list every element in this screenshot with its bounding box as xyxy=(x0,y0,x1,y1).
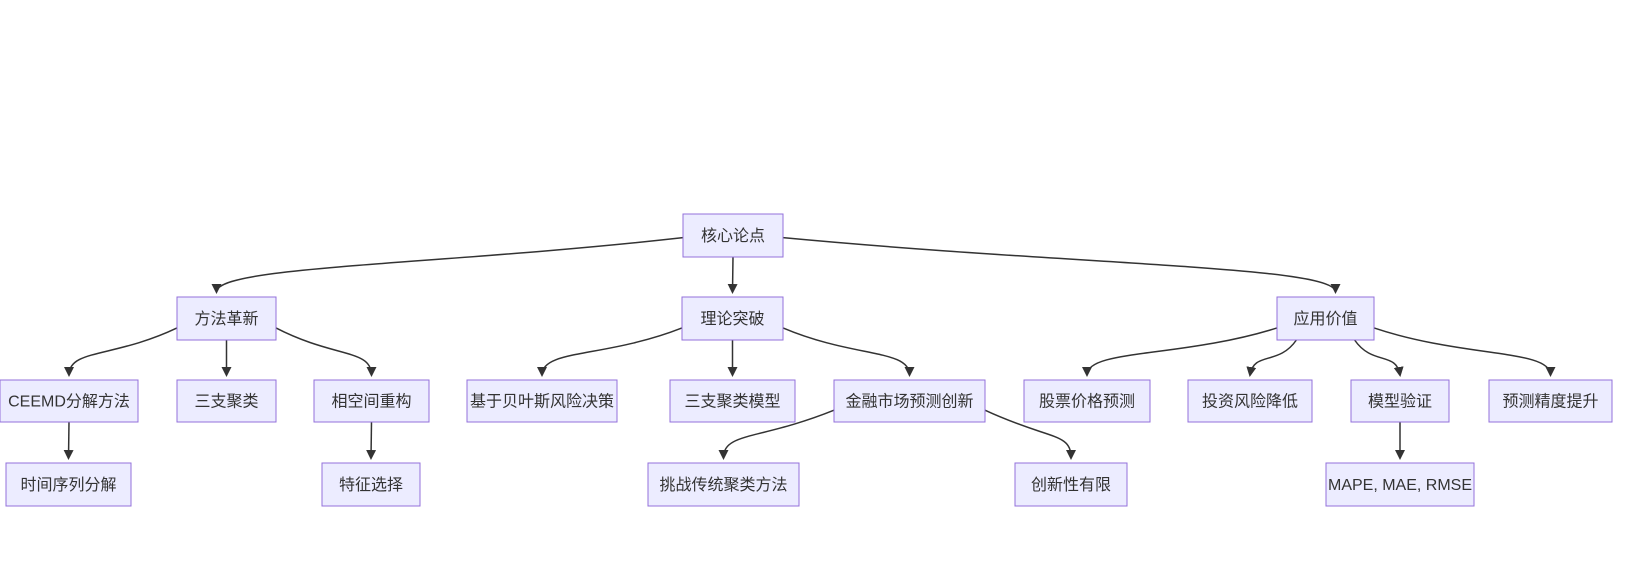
node-label: 核心论点 xyxy=(701,227,765,245)
node-error-metrics: MAPE, MAE, RMSE xyxy=(1325,462,1475,507)
edge-core-thesis-to-method-innovation xyxy=(211,236,684,294)
node-box xyxy=(1014,462,1128,507)
node-box xyxy=(681,296,784,341)
node-box xyxy=(321,462,421,507)
node-box xyxy=(1350,379,1450,423)
node-label: CEEMD分解方法 xyxy=(8,393,130,411)
edge-method-innovation-to-ceemd-decomposition xyxy=(64,327,178,377)
node-box xyxy=(313,379,430,423)
edge-application-value-to-forecast-accuracy-improvement xyxy=(1373,327,1556,377)
node-label: 股票价格预测 xyxy=(1039,393,1135,411)
node-label: 方法革新 xyxy=(194,310,258,328)
node-theory-breakthrough: 理论突破 xyxy=(681,296,784,341)
node-label: 模型验证 xyxy=(1368,393,1432,411)
node-phase-space-reconstruction: 相空间重构 xyxy=(313,379,430,423)
node-box xyxy=(0,379,139,423)
node-forecast-accuracy-improvement: 预测精度提升 xyxy=(1488,379,1613,423)
edge-financial-market-forecast-innovation-to-challenge-traditional-clustering xyxy=(718,409,835,460)
edge-phase-space-reconstruction-to-feature-selection xyxy=(366,421,377,460)
node-time-series-decomposition: 时间序列分解 xyxy=(5,462,132,507)
edge-ceemd-decomposition-to-time-series-decomposition xyxy=(63,421,74,460)
node-label: 创新性有限 xyxy=(1031,476,1111,494)
node-core-thesis: 核心论点 xyxy=(682,213,784,258)
node-box xyxy=(647,462,800,507)
node-box xyxy=(682,213,784,258)
node-box xyxy=(466,379,618,423)
node-label: 时间序列分解 xyxy=(20,476,116,494)
node-box xyxy=(1187,379,1313,423)
node-limited-novelty: 创新性有限 xyxy=(1014,462,1128,507)
node-box xyxy=(833,379,986,423)
node-application-value: 应用价值 xyxy=(1276,296,1375,341)
node-box xyxy=(176,379,277,423)
node-box xyxy=(1023,379,1151,423)
edge-core-thesis-to-theory-breakthrough xyxy=(727,256,738,294)
node-label: 特征选择 xyxy=(339,476,403,494)
node-label: MAPE, MAE, RMSE xyxy=(1328,477,1472,494)
edge-core-thesis-to-application-value xyxy=(782,236,1341,294)
node-three-way-cluster-model: 三支聚类模型 xyxy=(669,379,796,423)
edge-application-value-to-investment-risk-reduction xyxy=(1246,339,1298,377)
node-label: 金融市场预测创新 xyxy=(845,393,973,411)
node-financial-market-forecast-innovation: 金融市场预测创新 xyxy=(833,379,986,423)
node-label: 相空间重构 xyxy=(331,393,411,411)
node-label: 三支聚类 xyxy=(194,393,258,411)
node-box xyxy=(176,296,277,341)
node-label: 理论突破 xyxy=(700,310,764,328)
node-box xyxy=(1276,296,1375,341)
node-box xyxy=(5,462,132,507)
node-box xyxy=(1488,379,1613,423)
node-label: 投资风险降低 xyxy=(1202,393,1298,411)
edge-financial-market-forecast-innovation-to-limited-novelty xyxy=(984,409,1076,460)
node-stock-price-forecast: 股票价格预测 xyxy=(1023,379,1151,423)
node-model-validation: 模型验证 xyxy=(1350,379,1450,423)
node-box xyxy=(669,379,796,423)
node-investment-risk-reduction: 投资风险降低 xyxy=(1187,379,1313,423)
edge-theory-breakthrough-to-financial-market-forecast-innovation xyxy=(782,327,915,377)
edge-theory-breakthrough-to-bayesian-risk-decision xyxy=(537,327,683,377)
edge-application-value-to-stock-price-forecast xyxy=(1082,327,1278,377)
edge-application-value-to-model-validation xyxy=(1353,339,1404,377)
node-label: 应用价值 xyxy=(1293,309,1357,328)
node-challenge-traditional-clustering: 挑战传统聚类方法 xyxy=(647,462,800,507)
edge-method-innovation-to-phase-space-reconstruction xyxy=(275,327,377,377)
node-feature-selection: 特征选择 xyxy=(321,462,421,507)
node-label: 预测精度提升 xyxy=(1502,393,1598,411)
node-three-way-clustering: 三支聚类 xyxy=(176,379,277,423)
node-ceemd-decomposition: CEEMD分解方法 xyxy=(0,379,139,423)
node-label: 挑战传统聚类方法 xyxy=(659,476,787,494)
node-label: 三支聚类模型 xyxy=(684,393,780,411)
node-method-innovation: 方法革新 xyxy=(176,296,277,341)
node-box xyxy=(1325,462,1475,507)
node-bayesian-risk-decision: 基于贝叶斯风险决策 xyxy=(466,379,618,423)
node-label: 基于贝叶斯风险决策 xyxy=(470,393,614,411)
